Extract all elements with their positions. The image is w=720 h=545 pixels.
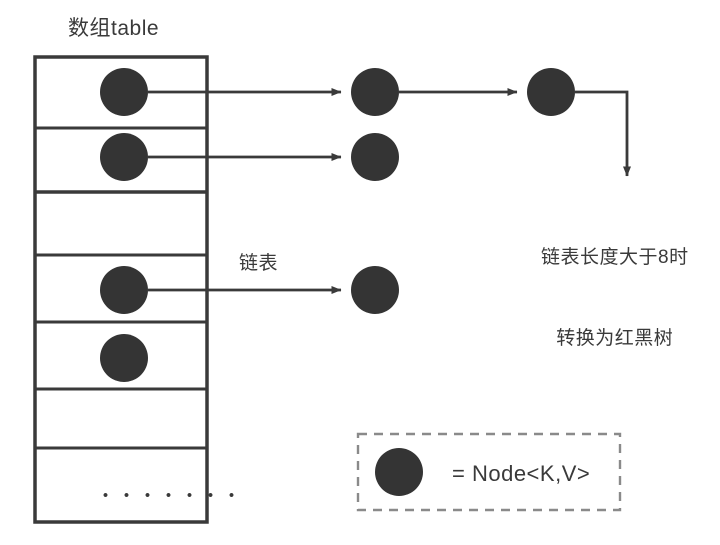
- page-title: 数组table: [68, 17, 160, 40]
- treeify-note-line-2: 转换为红黑树: [556, 328, 674, 349]
- legend-box: [356, 432, 622, 512]
- chain-node-1-1: [351, 133, 399, 181]
- legend-sample-node: [375, 448, 423, 496]
- table-node-bucket-0: [100, 68, 148, 116]
- array-table-ellipsis: ・・・・・・・: [96, 486, 244, 507]
- chain-nodes: [351, 68, 575, 314]
- legend-label: = Node<K,V>: [452, 461, 591, 486]
- chain-node-0-1: [351, 68, 399, 116]
- treeify-elbow-arrow: [575, 90, 631, 177]
- chain-node-3-1: [351, 266, 399, 314]
- array-table-nodes: [100, 68, 148, 382]
- table-node-bucket-1: [100, 133, 148, 181]
- treeify-note: 链表长度大于8时 转换为红黑树: [541, 190, 689, 406]
- treeify-note-line-1: 链表长度大于8时: [541, 247, 689, 268]
- table-node-bucket-4: [100, 334, 148, 382]
- chain-node-0-2: [527, 68, 575, 116]
- table-node-bucket-3: [100, 266, 148, 314]
- linked-list-label: 链表: [239, 253, 279, 274]
- legend-dashed-border: [356, 432, 622, 512]
